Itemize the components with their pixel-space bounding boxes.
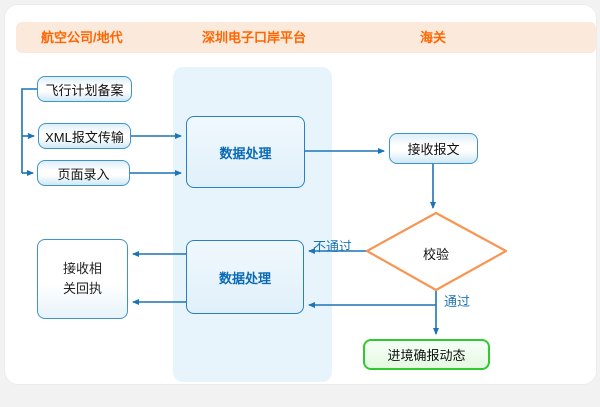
receipt-line-1: 接收相: [62, 260, 102, 276]
node-xml-message-transfer: XML报文传输: [38, 123, 131, 149]
swimlane-header: 航空公司/地代 深圳电子口岸平台 海关: [16, 22, 596, 53]
lane-title-platform: 深圳电子口岸平台: [202, 30, 307, 45]
node-entry-confirmation: 进境确报动态: [363, 339, 490, 370]
node-label: 飞行计划备案: [45, 82, 124, 98]
node-label: 接收相关回执: [63, 259, 102, 299]
node-label: 数据处理: [218, 270, 271, 286]
receipt-line-2: 关回执: [62, 281, 102, 296]
node-label: XML报文传输: [45, 129, 124, 145]
lane-title-airline: 航空公司/地代: [41, 30, 123, 45]
diagram-card: 航空公司/地代 深圳电子口岸平台 海关: [4, 4, 597, 385]
lane-title-customs: 海关: [420, 30, 447, 45]
node-label: 进境确报动态: [387, 348, 466, 363]
node-data-processing-bottom: 数据处理: [186, 240, 304, 314]
node-data-processing-top: 数据处理: [186, 116, 305, 188]
node-label: 接收报文: [407, 142, 460, 157]
node-receive-message: 接收报文: [389, 133, 478, 164]
edge-label-pass: 通过: [444, 294, 471, 309]
node-label: 数据处理: [219, 145, 272, 161]
node-flight-plan-filing: 飞行计划备案: [37, 76, 132, 102]
edge-label-fail: 不通过: [313, 239, 353, 254]
node-receive-receipt: 接收相关回执: [37, 239, 128, 319]
node-page-entry: 页面录入: [37, 160, 130, 186]
validation-label: 校验: [422, 247, 449, 262]
platform-lane-panel: [173, 67, 332, 382]
node-label: 页面录入: [57, 166, 110, 182]
